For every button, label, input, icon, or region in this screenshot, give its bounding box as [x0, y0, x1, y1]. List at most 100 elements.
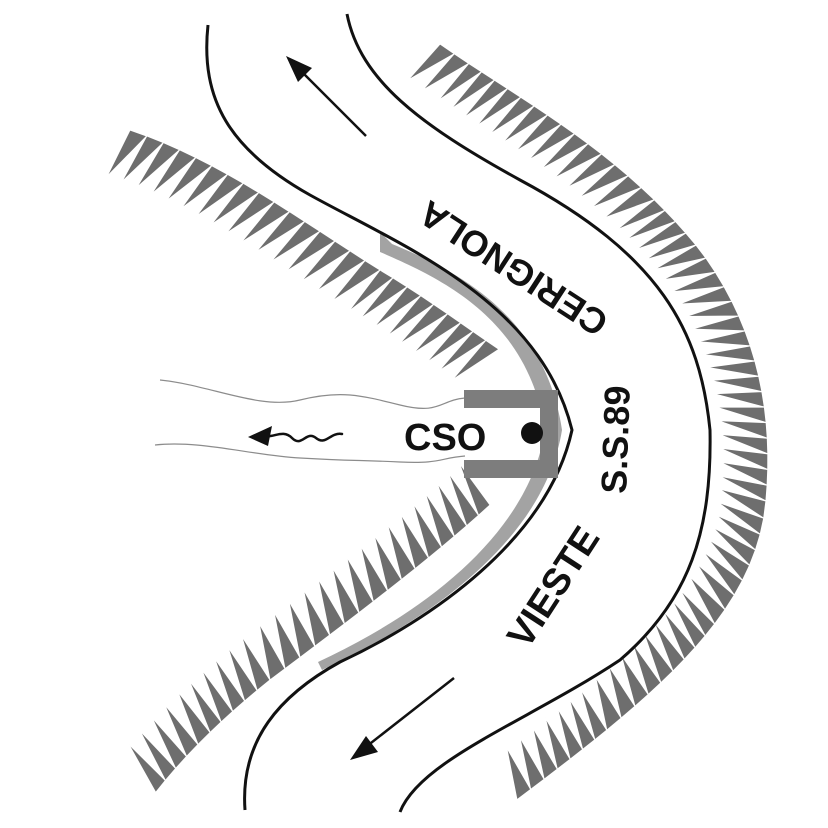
embankment-tooth	[359, 277, 408, 320]
embankment-tooth	[532, 727, 558, 781]
embankment-tooth	[177, 691, 211, 746]
embankment-tooth	[373, 286, 422, 328]
embankment-tooth	[188, 680, 222, 734]
embankment-tooth	[718, 433, 769, 455]
embankment-tooth	[578, 163, 630, 198]
embankment-tooth	[719, 475, 768, 502]
cso-label: CSO	[404, 417, 486, 459]
embankment-tooth	[702, 345, 756, 362]
embankment-tooth	[706, 360, 760, 377]
embankment-tooth	[412, 502, 443, 559]
embankment-tooth	[438, 330, 487, 372]
embankment-tooth	[463, 79, 509, 118]
embankment-tooth	[407, 43, 456, 81]
cso-outfall-structure	[464, 390, 558, 478]
embankment-tooth	[240, 201, 291, 244]
embankment-tooth	[303, 589, 331, 648]
flow-squiggle	[260, 432, 344, 443]
embankment-tooth	[632, 643, 662, 696]
embankment-tooth	[566, 153, 616, 189]
embankment-tooth	[608, 665, 636, 720]
inner-embankment-hatching	[106, 129, 500, 794]
embankment-tooth	[399, 303, 449, 345]
embankment-tooth	[422, 53, 470, 91]
embankment-tooth	[451, 339, 500, 381]
traffic-arrow-south	[350, 677, 455, 760]
embankment-tooth	[386, 294, 435, 337]
embankment-tooth	[506, 747, 532, 801]
embankment-tooth	[595, 676, 622, 731]
embankment-tooth	[662, 257, 717, 281]
embankment-tooth	[210, 182, 260, 226]
embankment-tooth	[719, 447, 769, 471]
embankment-tooth	[718, 488, 767, 520]
outer-embankment-hatching	[407, 43, 769, 801]
embankment-tooth	[331, 567, 360, 625]
embankment-tooth	[544, 717, 571, 771]
embankment-tooth	[568, 698, 596, 751]
stream-upper-bank	[159, 379, 466, 409]
embankment-tooth	[227, 646, 258, 702]
embankment-tooth	[679, 589, 716, 637]
stream-lower-bank	[154, 443, 466, 463]
embankment-tooth	[121, 135, 165, 183]
embankment-tooth	[273, 611, 301, 670]
embankment-tooth	[331, 259, 381, 302]
embankment-tooth	[214, 657, 246, 713]
cso-point-marker	[521, 422, 543, 444]
embankment-tooth	[489, 96, 536, 135]
embankment-tooth	[697, 330, 752, 347]
embankment-tooth	[717, 420, 768, 439]
embankment-tooth	[715, 514, 761, 551]
embankment-tooth	[719, 461, 769, 487]
embankment-tooth	[528, 123, 576, 161]
embankment-tooth	[591, 175, 643, 209]
embankment-tooth	[317, 578, 346, 636]
embankment-tooth	[476, 87, 522, 127]
embankment-tooth	[692, 315, 746, 332]
embankment-tooth	[713, 391, 765, 408]
road-label-ss89: S.S.89	[593, 385, 638, 494]
embankment-tooth	[450, 71, 496, 110]
embankment-tooth	[136, 141, 181, 189]
embankment-tooth	[715, 406, 767, 424]
embankment-tooth	[166, 156, 213, 202]
embankment-tooth	[386, 523, 416, 581]
embankment-tooth	[685, 300, 740, 318]
embankment-tooth	[316, 250, 366, 292]
embankment-tooth	[653, 621, 686, 672]
traffic-arrow-north	[286, 56, 367, 137]
flow-arrowhead	[248, 426, 272, 446]
embankment-tooth	[654, 244, 707, 271]
embankment-tooth	[519, 737, 545, 791]
embankment-tooth	[127, 743, 167, 794]
embankment-tooth	[712, 526, 757, 567]
embankment-tooth	[424, 492, 455, 548]
embankment-tooth	[180, 165, 229, 209]
embankment-tooth	[201, 669, 234, 723]
embankment-tooth	[164, 704, 199, 758]
embankment-tooth	[553, 142, 603, 179]
embankment-tooth	[702, 551, 744, 597]
embankment-tooth	[348, 269, 394, 313]
embankment-tooth	[437, 62, 483, 102]
embankment-tooth	[678, 286, 733, 305]
embankment-tooth	[502, 105, 549, 144]
embankment-tooth	[708, 539, 751, 582]
embankment-tooth	[580, 689, 608, 741]
embankment-tooth	[696, 563, 735, 611]
embankment-tooth	[258, 622, 286, 681]
embankment-tooth	[557, 707, 584, 761]
embankment-tooth	[663, 610, 696, 661]
direction-label-vieste: VIESTE	[500, 519, 609, 655]
embankment-tooth	[412, 313, 462, 354]
embankment-tooth	[671, 600, 706, 649]
embankment-tooth	[603, 186, 656, 219]
embankment-tooth	[426, 322, 474, 363]
embankment-tooth	[645, 232, 697, 261]
embankment-tooth	[346, 556, 374, 614]
embankment-tooth	[399, 513, 430, 570]
embankment-tooth	[225, 191, 276, 234]
